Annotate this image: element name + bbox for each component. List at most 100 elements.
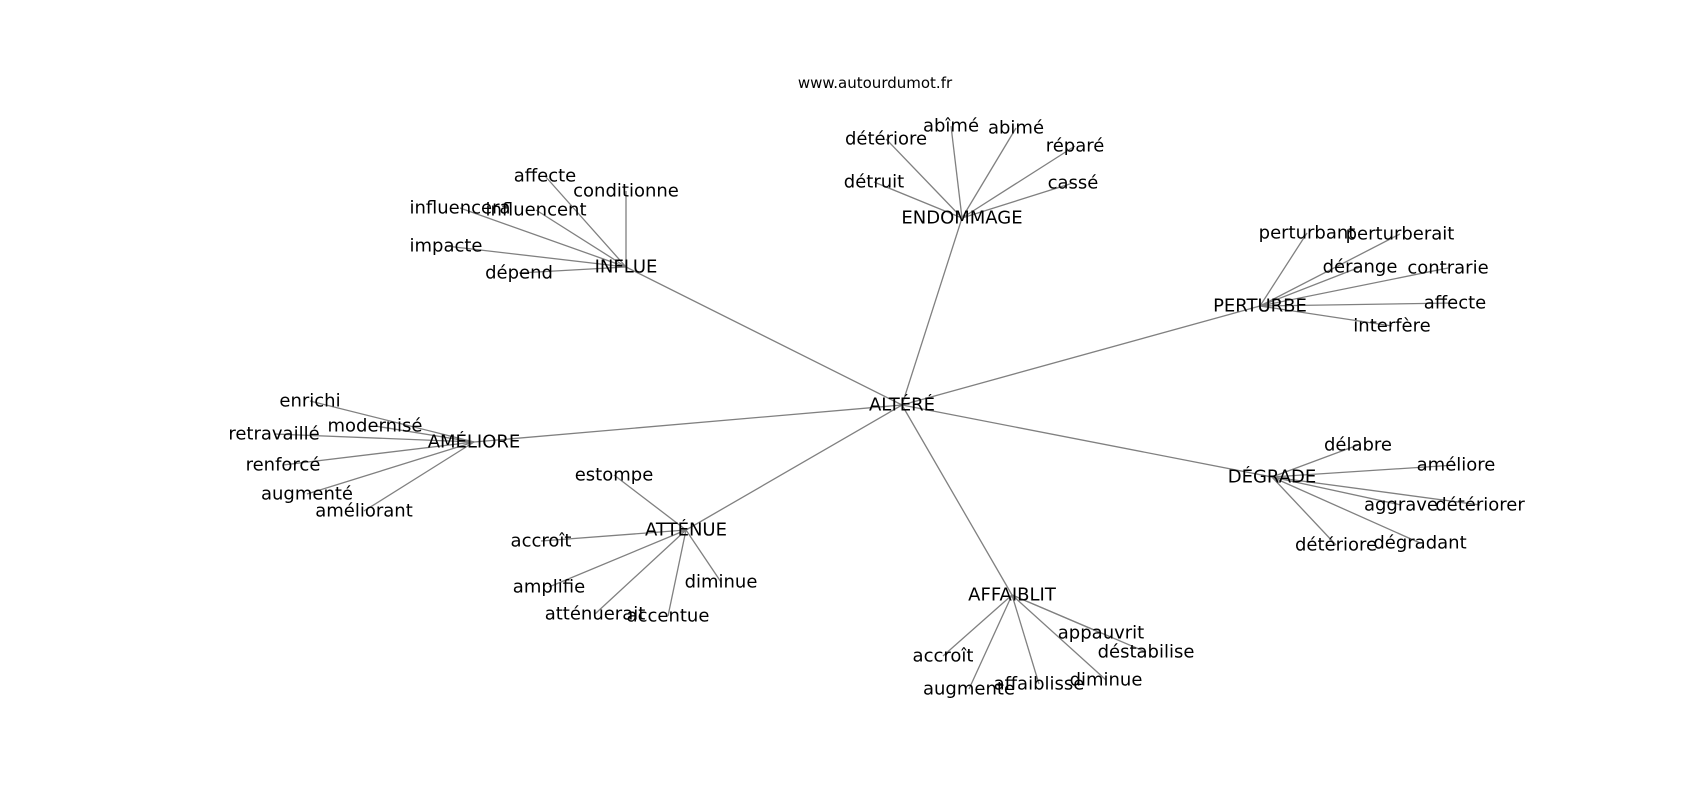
leaf-word-node[interactable]: affecte — [1424, 293, 1487, 314]
edge-hub-leaf — [535, 209, 627, 268]
leaf-word-node[interactable]: retravaillé — [228, 424, 319, 445]
leaf-word-node[interactable]: influencent — [485, 200, 586, 221]
leaf-word-node[interactable]: abîmé — [923, 116, 979, 137]
edge-hub-leaf — [961, 182, 1074, 219]
edge-hub-leaf — [518, 266, 627, 274]
leaf-word-node[interactable]: contrarie — [1407, 258, 1488, 279]
edge-hub-leaf — [1271, 476, 1402, 506]
edge-hub-leaf — [1011, 594, 1040, 685]
edge-hub-leaf — [282, 441, 475, 466]
edge-hub-leaf — [459, 207, 627, 268]
edge-hub-leaf — [961, 127, 1017, 219]
leaf-word-node[interactable]: accentue — [627, 606, 710, 627]
leaf-word-node[interactable]: détériore — [845, 129, 927, 150]
edge-hub-leaf — [594, 529, 687, 615]
leaf-word-node[interactable]: abimé — [988, 118, 1044, 139]
edge-hub-leaf — [1271, 476, 1421, 544]
leaf-word-node[interactable]: cassé — [1048, 173, 1099, 194]
leaf-word-node[interactable]: influencera — [409, 198, 510, 219]
edge-hub-leaf — [445, 245, 627, 268]
leaf-word-node[interactable]: renforcé — [246, 455, 321, 476]
edge-hub-leaf — [885, 138, 963, 219]
edge-hub-leaf — [374, 425, 475, 443]
leaf-word-node[interactable]: délabre — [1324, 435, 1392, 456]
edge-hub-leaf — [363, 441, 475, 512]
leaf-word-node[interactable]: perturberait — [1346, 224, 1455, 245]
leaf-word-node[interactable]: appauvrit — [1058, 623, 1144, 644]
leaf-word-node[interactable]: déstabilise — [1098, 642, 1195, 663]
leaf-word-node[interactable]: dégradant — [1373, 533, 1466, 554]
hub-word-node[interactable]: ATTÉNUE — [645, 519, 727, 541]
edge-hub-leaf — [873, 181, 963, 219]
hub-word-node[interactable]: DÉGRADE — [1228, 466, 1317, 488]
leaf-word-node[interactable]: accroît — [913, 646, 974, 667]
edge-hub-leaf — [1259, 233, 1401, 307]
edge-hub-leaf — [1011, 594, 1147, 653]
edge-center-hub — [625, 266, 903, 406]
edge-center-hub — [901, 217, 963, 406]
edge-hub-leaf — [1259, 302, 1456, 307]
leaf-word-node[interactable]: augmente — [923, 679, 1015, 700]
edge-hub-leaf — [309, 400, 475, 443]
leaf-word-node[interactable]: conditionne — [573, 181, 679, 202]
graph-edges — [273, 125, 1481, 690]
leaf-word-node[interactable]: atténuerait — [545, 604, 646, 625]
leaf-word-node[interactable]: réparé — [1046, 136, 1105, 157]
leaf-word-node[interactable]: interfère — [1353, 316, 1430, 337]
edge-hub-leaf — [1271, 476, 1337, 546]
hub-word-node[interactable]: ENDOMMAGE — [901, 208, 1022, 229]
leaf-word-node[interactable]: améliorant — [315, 501, 413, 522]
graph-labels: ALTÉRÉINFLUEaffecteconditionneinfluencer… — [228, 116, 1525, 700]
hub-word-node[interactable]: AMÉLIORE — [428, 431, 521, 453]
hub-word-node[interactable]: PERTURBE — [1213, 296, 1307, 317]
edge-hub-leaf — [1259, 232, 1308, 307]
edge-hub-leaf — [306, 441, 475, 495]
leaf-word-node[interactable]: enrichi — [279, 391, 340, 412]
leaf-word-node[interactable]: affecte — [514, 166, 577, 187]
edge-center-hub — [901, 404, 1013, 596]
leaf-word-node[interactable]: perturbant — [1259, 223, 1356, 244]
edge-hub-leaf — [1271, 476, 1481, 506]
leaf-word-node[interactable]: impacte — [409, 236, 482, 257]
edge-hub-leaf — [1271, 464, 1457, 478]
edge-center-hub — [901, 305, 1261, 406]
site-url[interactable]: www.autourdumot.fr — [798, 74, 953, 92]
edge-hub-leaf — [942, 594, 1013, 657]
edge-hub-leaf — [968, 594, 1013, 690]
edge-hub-leaf — [1011, 594, 1107, 681]
hub-word-node[interactable]: INFLUE — [595, 257, 658, 278]
leaf-word-node[interactable]: amplifie — [513, 577, 585, 598]
leaf-word-node[interactable]: diminue — [1070, 670, 1143, 691]
edge-hub-leaf — [548, 529, 687, 588]
leaf-word-node[interactable]: dérange — [1323, 257, 1398, 278]
edge-hub-leaf — [273, 433, 475, 443]
edge-hub-leaf — [667, 529, 687, 617]
leaf-word-node[interactable]: augmenté — [261, 484, 353, 505]
leaf-word-node[interactable]: accroît — [511, 531, 572, 552]
edge-hub-leaf — [1259, 267, 1449, 307]
edge-hub-leaf — [961, 145, 1076, 219]
hub-word-node[interactable]: AFFAIBLIT — [968, 585, 1057, 606]
leaf-word-node[interactable]: modernisé — [328, 416, 423, 437]
leaf-word-node[interactable]: dépend — [485, 263, 553, 284]
edge-hub-leaf — [1259, 305, 1393, 327]
edge-hub-leaf — [613, 474, 687, 531]
edge-hub-leaf — [540, 529, 687, 542]
leaf-word-node[interactable]: diminue — [685, 572, 758, 593]
edge-hub-leaf — [1271, 444, 1359, 478]
edge-hub-leaf — [950, 125, 963, 219]
leaf-word-node[interactable]: estompe — [575, 465, 654, 486]
edge-center-hub — [685, 404, 903, 531]
leaf-word-node[interactable]: détériorer — [1435, 495, 1525, 516]
leaf-word-node[interactable]: détruit — [844, 172, 904, 193]
center-word-node[interactable]: ALTÉRÉ — [869, 394, 935, 416]
edge-hub-leaf — [685, 529, 722, 583]
edge-hub-leaf — [1259, 266, 1361, 307]
leaf-word-node[interactable]: aggrave — [1364, 495, 1438, 516]
leaf-word-node[interactable]: affaiblisse — [994, 674, 1085, 695]
edge-hub-leaf — [544, 175, 627, 268]
leaf-word-node[interactable]: améliore — [1417, 455, 1496, 476]
edge-center-hub — [473, 404, 903, 443]
leaf-word-node[interactable]: détériore — [1295, 535, 1377, 556]
